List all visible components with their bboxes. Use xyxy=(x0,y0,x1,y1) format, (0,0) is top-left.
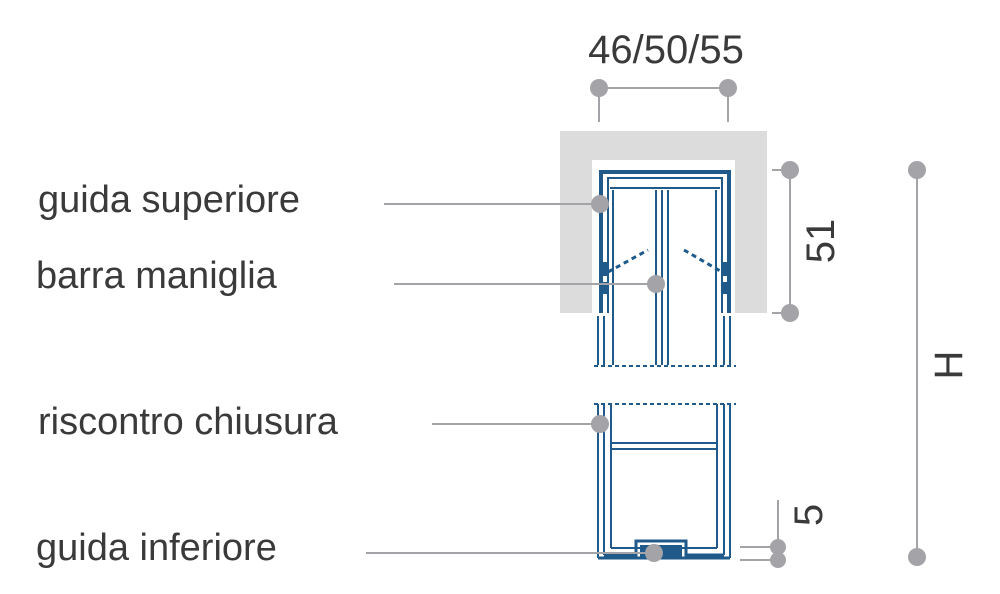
door-panels-upper xyxy=(597,190,731,365)
handle-bar-label: barra maniglia xyxy=(36,255,278,297)
top-height-dimension-label: 51 xyxy=(799,219,843,264)
top-guide-label: guida superiore xyxy=(38,179,300,221)
bottom-guide-profile xyxy=(598,539,730,560)
width-dimension-label: 46/50/55 xyxy=(588,28,744,72)
top-height-dimension: 51 xyxy=(772,161,843,322)
callout-closing-strike: riscontro chiusura xyxy=(38,401,609,443)
callout-handle-bar: barra maniglia xyxy=(36,255,665,297)
callout-top-guide: guida superiore xyxy=(38,179,609,221)
ceiling-recess xyxy=(560,131,767,313)
section-break xyxy=(594,365,736,405)
total-height-dimension: H xyxy=(908,161,971,566)
bottom-guide-label: guida inferiore xyxy=(36,527,277,569)
total-height-dimension-label: H xyxy=(927,351,971,380)
bottom-gap-dimension-label: 5 xyxy=(787,504,831,526)
bottom-gap-dimension: 5 xyxy=(740,500,831,568)
door-panels-lower xyxy=(597,404,731,558)
closing-strike-label: riscontro chiusura xyxy=(38,401,339,443)
callout-bottom-guide: guida inferiore xyxy=(36,527,663,569)
width-dimension: 46/50/55 xyxy=(588,28,744,122)
top-guide-profile xyxy=(599,170,731,313)
